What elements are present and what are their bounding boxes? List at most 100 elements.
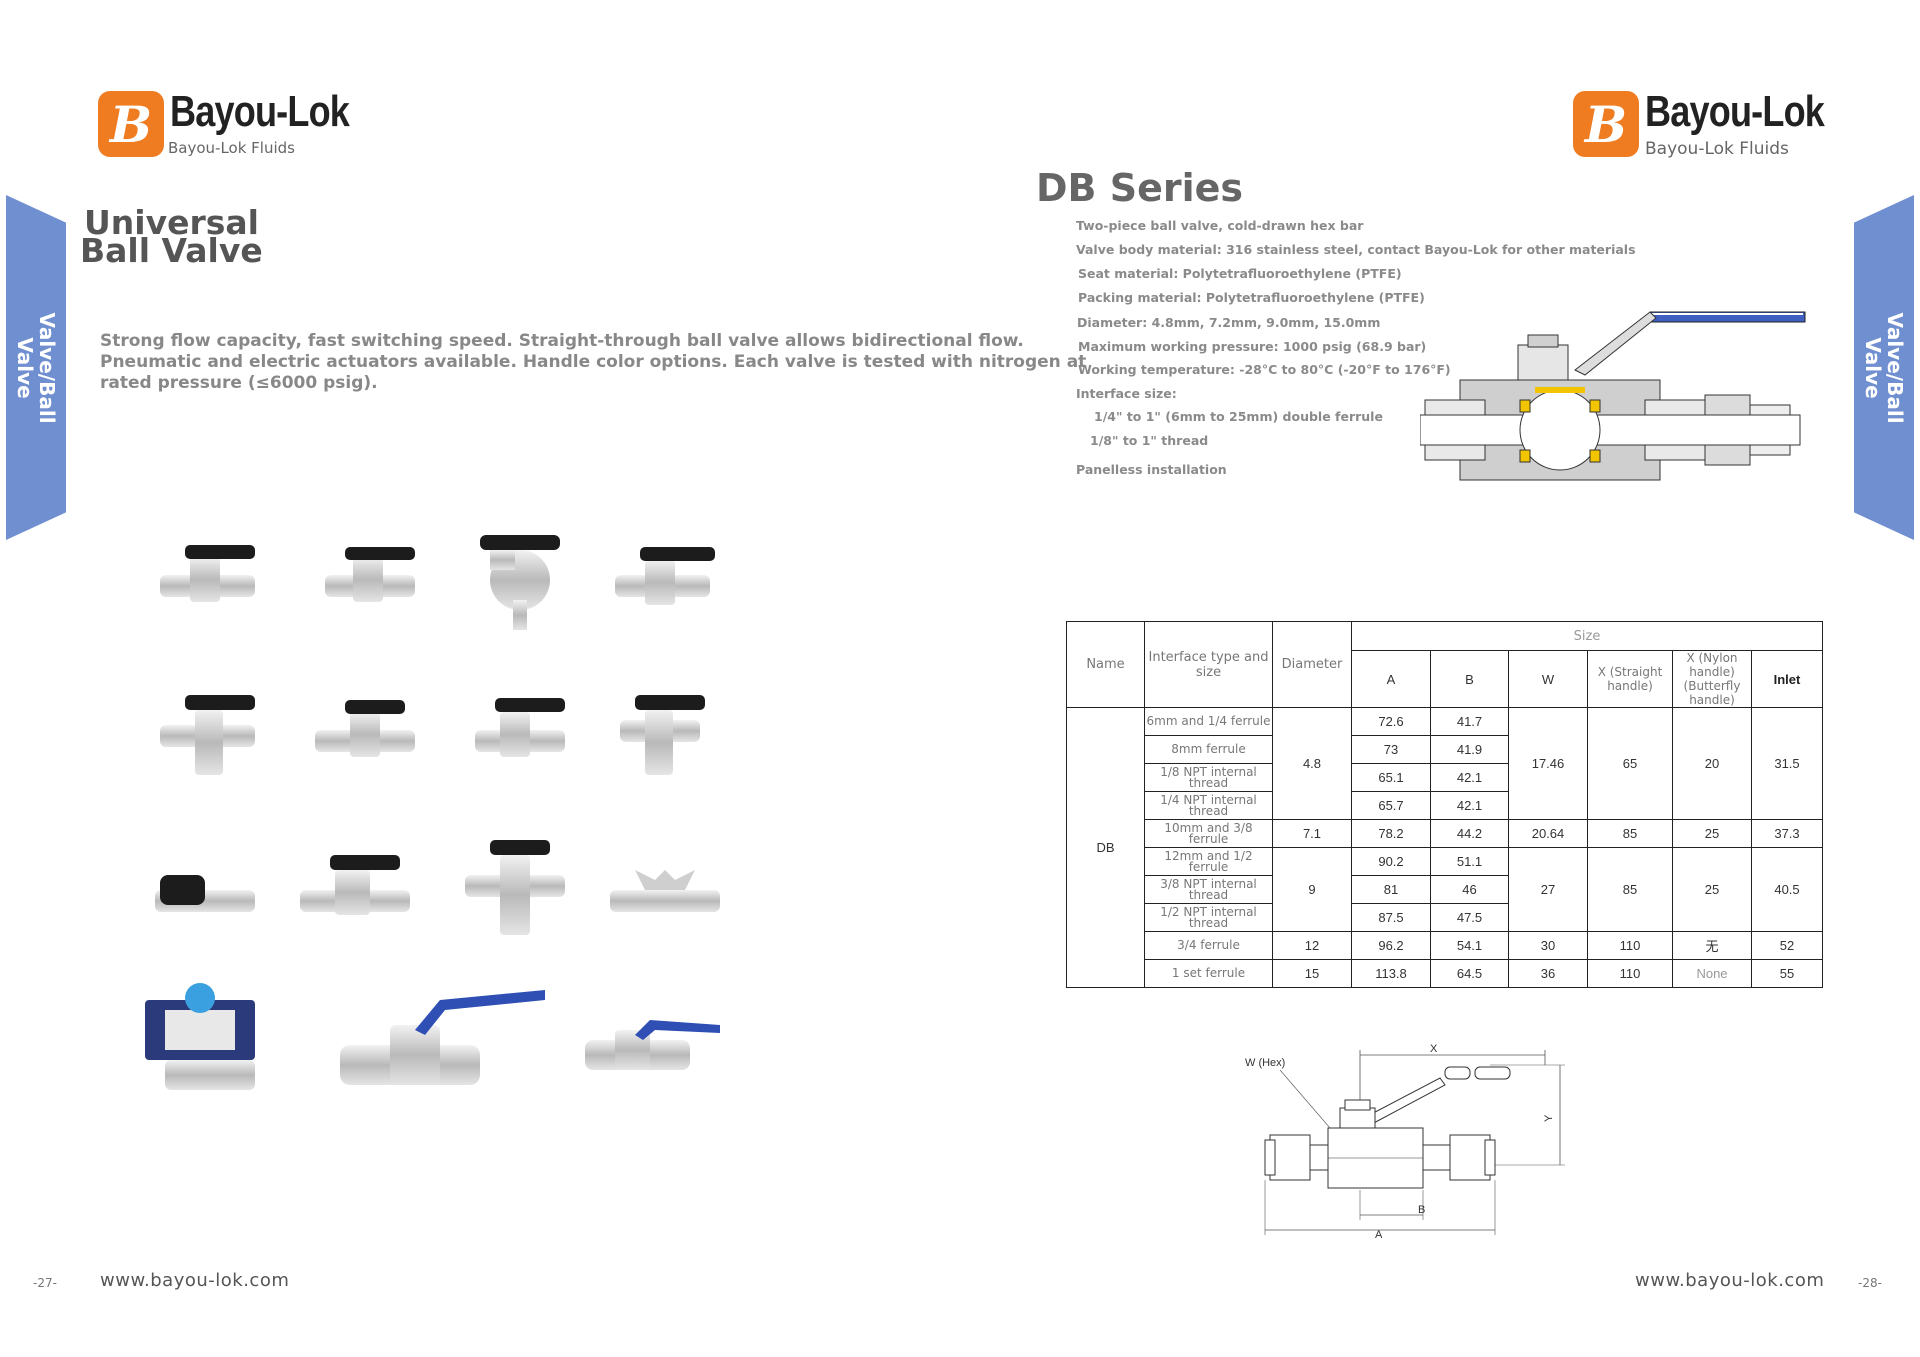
- valve-photo: [160, 545, 255, 602]
- inlet-cell: 31.5: [1751, 707, 1823, 820]
- w-cell: 30: [1508, 931, 1588, 960]
- interface-cell: 1 set ferrule: [1144, 959, 1273, 988]
- dimension-drawing: X Y W (Hex) A B: [1245, 1043, 1565, 1241]
- a-cell: 78.2: [1351, 819, 1431, 848]
- x-nylon-cell: None: [1672, 959, 1752, 988]
- inlet-cell: 40.5: [1751, 847, 1823, 932]
- header-w: W: [1508, 650, 1588, 708]
- valve-photo: [155, 875, 255, 912]
- inlet-cell: 37.3: [1751, 819, 1823, 848]
- page-title-line2: Ball Valve: [80, 231, 263, 270]
- footer-url-right[interactable]: www.bayou-lok.com: [1635, 1270, 1825, 1291]
- a-cell: 81: [1351, 875, 1431, 904]
- interface-cell: 10mm and 3/8 ferrule: [1144, 819, 1273, 848]
- side-tab-right: Valve/Ball Valve: [1854, 195, 1914, 540]
- valve-photo: [475, 698, 565, 757]
- diameter-cell: 12: [1272, 931, 1352, 960]
- a-cell: 72.6: [1351, 707, 1431, 736]
- dim-label-y: Y: [1543, 1114, 1555, 1122]
- x-nylon-cell: 20: [1672, 707, 1752, 820]
- valve-photo: [610, 870, 720, 912]
- b-cell: 47.5: [1430, 903, 1509, 932]
- valve-photo: [315, 700, 415, 757]
- spec-line: Seat material: Polytetrafluoroethylene (…: [1078, 266, 1402, 281]
- a-cell: 96.2: [1351, 931, 1431, 960]
- w-cell: 36: [1508, 959, 1588, 988]
- spec-line: Maximum working pressure: 1000 psig (68.…: [1078, 339, 1427, 354]
- dim-label-w-hex: W (Hex): [1245, 1057, 1285, 1069]
- a-cell: 113.8: [1351, 959, 1431, 988]
- w-cell: 20.64: [1508, 819, 1588, 848]
- page-number-right: -28-: [1858, 1276, 1882, 1290]
- x-nylon-cell: 无: [1672, 931, 1752, 960]
- footer-url-left[interactable]: www.bayou-lok.com: [100, 1270, 290, 1291]
- logo-name: Bayou-Lok: [170, 87, 350, 136]
- right-logo: B Bayou-Lok Bayou-Lok Fluids: [1573, 87, 1833, 159]
- actuator-valve-photo: [145, 983, 255, 1090]
- dim-label-x: X: [1430, 1043, 1438, 1055]
- header-x-nylon: X (Nylon handle) (Butterfly handle): [1672, 650, 1752, 708]
- inlet-cell: 52: [1751, 931, 1823, 960]
- spec-line: Diameter: 4.8mm, 7.2mm, 9.0mm, 15.0mm: [1077, 315, 1381, 330]
- diameter-cell: 7.1: [1272, 819, 1352, 848]
- w-cell: 17.46: [1508, 707, 1588, 820]
- logo-name: Bayou-Lok: [1645, 87, 1825, 136]
- diameter-cell: 9: [1272, 847, 1352, 932]
- b-cell: 44.2: [1430, 819, 1509, 848]
- valve-photo: [300, 855, 410, 915]
- blue-handle-valve-photo: [340, 990, 545, 1085]
- x-straight-cell: 110: [1587, 931, 1673, 960]
- blue-handle-valve-photo: [585, 1020, 720, 1070]
- header-interface: Interface type and size: [1144, 621, 1273, 708]
- logo-subtitle: Bayou-Lok Fluids: [168, 139, 295, 157]
- a-cell: 90.2: [1351, 847, 1431, 876]
- header-a: A: [1351, 650, 1431, 708]
- dimension-table: Name Interface type and size Diameter Si…: [1066, 621, 1823, 988]
- x-straight-cell: 65: [1587, 707, 1673, 820]
- interface-cell: 6mm and 1/4 ferrule: [1144, 707, 1273, 736]
- spec-line: Packing material: Polytetrafluoroethylen…: [1078, 290, 1425, 305]
- header-inlet: Inlet: [1751, 650, 1823, 708]
- valve-photo: [620, 695, 705, 775]
- interface-cell: 3/8 NPT internal thread: [1144, 875, 1273, 904]
- spec-line: Valve body material: 316 stainless steel…: [1076, 242, 1636, 257]
- spec-line: Working temperature: -28°C to 80°C (-20°…: [1078, 362, 1451, 377]
- spec-line: Two-piece ball valve, cold-drawn hex bar: [1076, 218, 1364, 233]
- interface-cell: 8mm ferrule: [1144, 735, 1273, 764]
- b-cell: 51.1: [1430, 847, 1509, 876]
- product-photo-grid: [145, 535, 720, 1090]
- valve-cross-section-diagram: [1420, 311, 1806, 481]
- interface-cell: 3/4 ferrule: [1144, 931, 1273, 960]
- valve-photo: [325, 547, 415, 602]
- valve-photo: [480, 535, 560, 630]
- x-straight-cell: 85: [1587, 819, 1673, 848]
- interface-cell: 1/2 NPT internal thread: [1144, 903, 1273, 932]
- header-name: Name: [1066, 621, 1145, 708]
- side-tab-label: Valve/Ball Valve: [13, 311, 59, 424]
- b-cell: 41.9: [1430, 735, 1509, 764]
- valve-photo: [615, 547, 715, 605]
- side-tab-label: Valve/Ball Valve: [1861, 311, 1907, 424]
- valve-photo: [160, 695, 255, 775]
- interface-cell: 12mm and 1/2 ferrule: [1144, 847, 1273, 876]
- x-straight-cell: 110: [1587, 959, 1673, 988]
- page-number-left: -27-: [33, 1276, 57, 1290]
- x-nylon-cell: 25: [1672, 819, 1752, 848]
- dim-label-a: A: [1375, 1229, 1383, 1241]
- x-nylon-cell: 25: [1672, 847, 1752, 932]
- b-cell: 64.5: [1430, 959, 1509, 988]
- diameter-cell: 4.8: [1272, 707, 1352, 820]
- dim-label-b: B: [1418, 1204, 1425, 1216]
- header-diameter: Diameter: [1272, 621, 1352, 708]
- series-title: DB Series: [1036, 166, 1244, 210]
- left-logo: B Bayou-Lok Bayou-Lok Fluids: [98, 87, 358, 159]
- inlet-cell: 55: [1751, 959, 1823, 988]
- b-cell: 42.1: [1430, 791, 1509, 820]
- b-cell: 42.1: [1430, 763, 1509, 792]
- header-x-straight: X (Straight handle): [1587, 650, 1673, 708]
- interface-cell: 1/4 NPT internal thread: [1144, 791, 1273, 820]
- logo-subtitle: Bayou-Lok Fluids: [1645, 139, 1789, 159]
- diameter-cell: 15: [1272, 959, 1352, 988]
- spec-line: 1/4" to 1" (6mm to 25mm) double ferrule: [1094, 409, 1383, 424]
- series-name-cell: DB: [1066, 707, 1145, 988]
